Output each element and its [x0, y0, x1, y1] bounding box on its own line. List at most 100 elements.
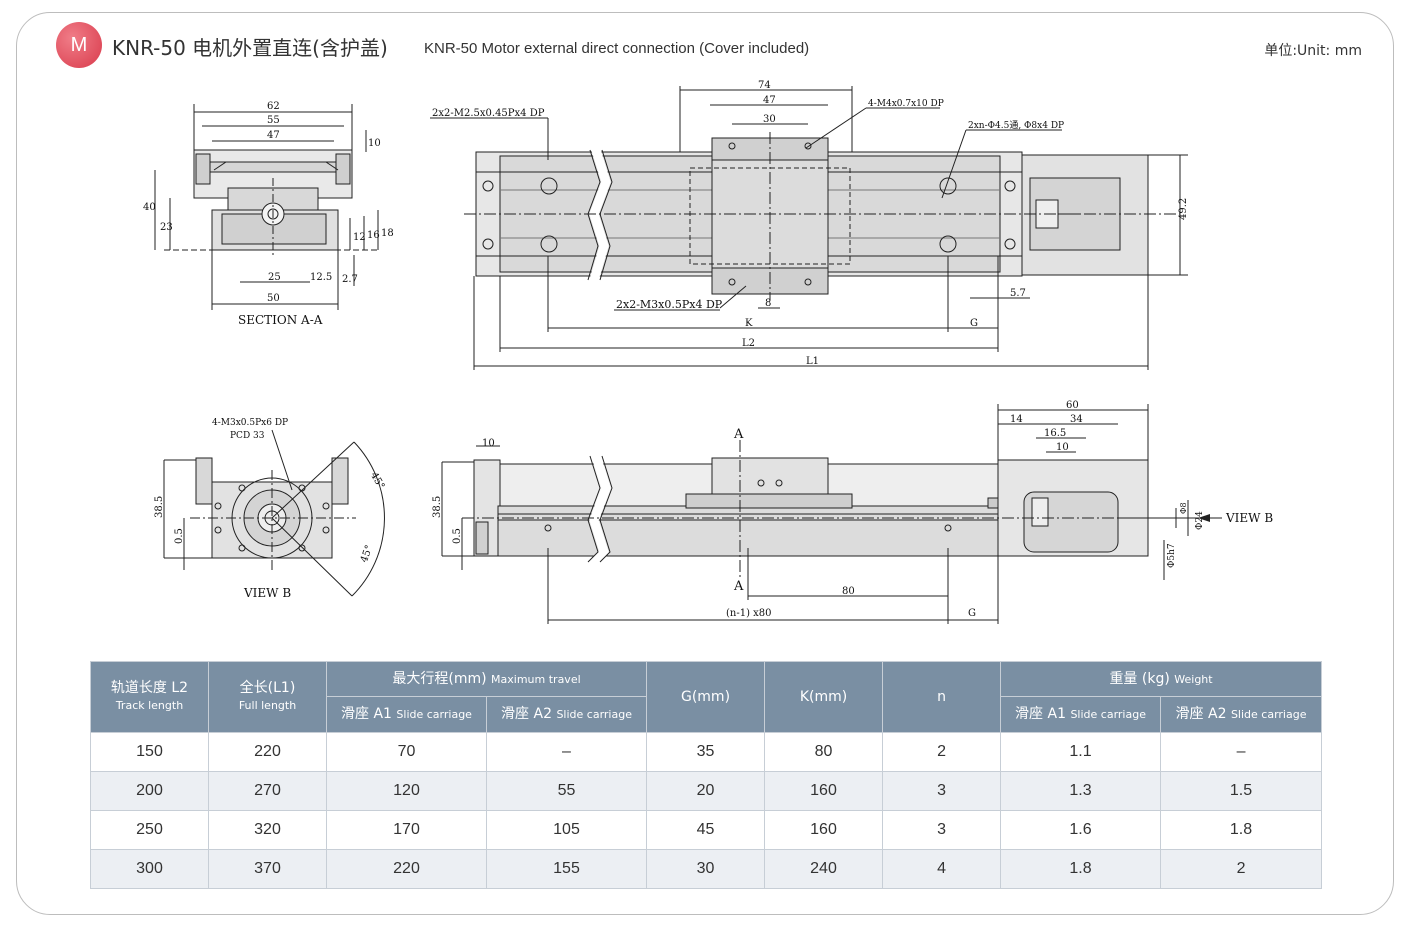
- side-view: [441, 404, 1222, 624]
- cell-travel-a2: 55: [485, 771, 648, 811]
- header-travel-en: Maximum travel: [491, 672, 581, 686]
- dim-text: 80: [842, 586, 855, 597]
- header-g: G(mm): [646, 661, 766, 733]
- dim-text: 30: [763, 114, 776, 125]
- dim-text: 14: [1010, 414, 1023, 425]
- note-text: PCD 33: [230, 431, 265, 441]
- cell-travel-a1: 70: [326, 732, 487, 772]
- view-b-label: VIEW B: [243, 586, 291, 600]
- dim-text: 0.5: [452, 528, 463, 544]
- dim-text: 45°: [359, 544, 375, 564]
- cell-travel-a2: 105: [485, 810, 648, 850]
- header-travel-a1-en: Slide carriage: [396, 708, 472, 721]
- header-track-cn: 轨道长度 L2: [110, 680, 189, 696]
- cell-travel-a1: 170: [326, 810, 487, 850]
- header-weight-en: Weight: [1174, 672, 1213, 686]
- cell-n: 2: [882, 732, 1002, 772]
- cell-weight-a2: 2: [1160, 849, 1323, 889]
- table-row: 250 320 170 105 45 160 3 1.6 1.8: [90, 810, 1323, 850]
- cell-weight-a2: 1.8: [1160, 810, 1323, 850]
- section-marker-bottom: A: [733, 579, 744, 594]
- header-weight-a1-cn: 滑座 A1: [1015, 706, 1066, 722]
- dim-text: 16.5: [1044, 428, 1066, 439]
- dim-text: Φ24: [1195, 511, 1205, 530]
- table-row: 150 220 70 – 35 80 2 1.1 –: [90, 732, 1323, 772]
- dim-text: L1: [806, 356, 819, 367]
- dim-text: 55: [267, 115, 280, 126]
- header-track-length: 轨道长度 L2 Track length: [90, 661, 209, 733]
- cell-k: 80: [764, 732, 884, 772]
- cell-k: 240: [764, 849, 884, 889]
- header-max-travel: 最大行程(mm) Maximum travel: [325, 661, 648, 697]
- dim-text: (n-1) x80: [726, 608, 772, 619]
- cell-g: 20: [646, 771, 766, 811]
- table-row: 300 370 220 155 30 240 4 1.8 2: [90, 849, 1323, 889]
- header-k: K(mm): [764, 661, 884, 733]
- dim-text: 50: [267, 293, 280, 304]
- cell-full-length: 320: [208, 810, 327, 850]
- header-travel-a2: 滑座 A2 Slide carriage: [485, 696, 648, 733]
- header-n: n: [882, 661, 1002, 733]
- cell-full-length: 270: [208, 771, 327, 811]
- cell-travel-a2: 155: [485, 849, 648, 889]
- dim-text: L2: [742, 338, 755, 349]
- header-travel-a2-en: Slide carriage: [556, 708, 632, 721]
- dim-text: G: [970, 318, 978, 329]
- header-weight-a2-cn: 滑座 A2: [1175, 706, 1227, 722]
- section-marker-top: A: [733, 427, 744, 442]
- dim-text: K: [745, 318, 753, 329]
- spec-table: 轨道长度 L2 Track length 全长(L1) Full length …: [90, 661, 1323, 889]
- cell-n: 3: [882, 771, 1002, 811]
- section-a-a-view: [164, 149, 380, 258]
- header-travel-a1-cn: 滑座 A1: [341, 706, 392, 722]
- cell-travel-a2: –: [485, 732, 648, 772]
- dim-text: 8: [765, 298, 771, 309]
- cell-track-length: 250: [90, 810, 209, 850]
- header-travel-cn: 最大行程(mm): [392, 670, 487, 687]
- technical-drawing: 62 55 47 10 40 23 12 16 18 25 12.5 2.7 5…: [143, 80, 1273, 624]
- dim-text: 25: [268, 272, 281, 283]
- cell-weight-a1: 1.8: [1000, 849, 1162, 889]
- header-full-cn: 全长(L1): [239, 680, 296, 696]
- cell-track-length: 150: [90, 732, 209, 772]
- header-weight: 重量 (kg) Weight: [1000, 661, 1323, 697]
- cell-weight-a2: –: [1160, 732, 1323, 772]
- dim-text: 10: [1056, 442, 1069, 453]
- cell-n: 3: [882, 810, 1002, 850]
- cell-track-length: 200: [90, 771, 209, 811]
- cell-travel-a1: 220: [326, 849, 487, 889]
- cell-weight-a1: 1.3: [1000, 771, 1162, 811]
- dim-text: 74: [758, 80, 771, 91]
- cell-g: 45: [646, 810, 766, 850]
- dim-text: 16: [367, 230, 380, 241]
- cell-weight-a2: 1.5: [1160, 771, 1323, 811]
- dim-text: 40: [143, 202, 156, 213]
- cell-full-length: 220: [208, 732, 327, 772]
- cell-weight-a1: 1.6: [1000, 810, 1162, 850]
- dim-text: Φ5h7: [1167, 543, 1177, 568]
- section-badge: M: [56, 22, 102, 68]
- dim-text: 60: [1066, 400, 1079, 411]
- view-arrow-icon: [1198, 514, 1210, 522]
- cell-weight-a1: 1.1: [1000, 732, 1162, 772]
- dim-text: 34: [1070, 414, 1083, 425]
- cell-k: 160: [764, 810, 884, 850]
- page-frame: [16, 12, 1394, 915]
- view-b: [163, 429, 385, 597]
- dim-text: 10: [482, 438, 495, 449]
- cell-n: 4: [882, 849, 1002, 889]
- note-text: 2x2-M3x0.5Px4 DP: [616, 298, 723, 311]
- cell-full-length: 370: [208, 849, 327, 889]
- header-full-en: Full length: [238, 699, 297, 712]
- note-text: 4-M3x0.5Px6 DP: [212, 418, 288, 428]
- note-text: 2xn-Φ4.5通, Φ8x4 DP: [968, 120, 1064, 131]
- cell-travel-a1: 120: [326, 771, 487, 811]
- cell-g: 35: [646, 732, 766, 772]
- note-text: 2x2-M2.5x0.45Px4 DP: [432, 108, 545, 119]
- dim-text: 38.5: [154, 496, 165, 518]
- header-travel-a2-cn: 滑座 A2: [501, 706, 552, 722]
- dim-text: 12: [353, 232, 366, 243]
- dim-text: 18: [381, 228, 394, 239]
- dim-text: G: [968, 608, 976, 619]
- header-weight-a2-en: Slide carriage: [1230, 708, 1307, 721]
